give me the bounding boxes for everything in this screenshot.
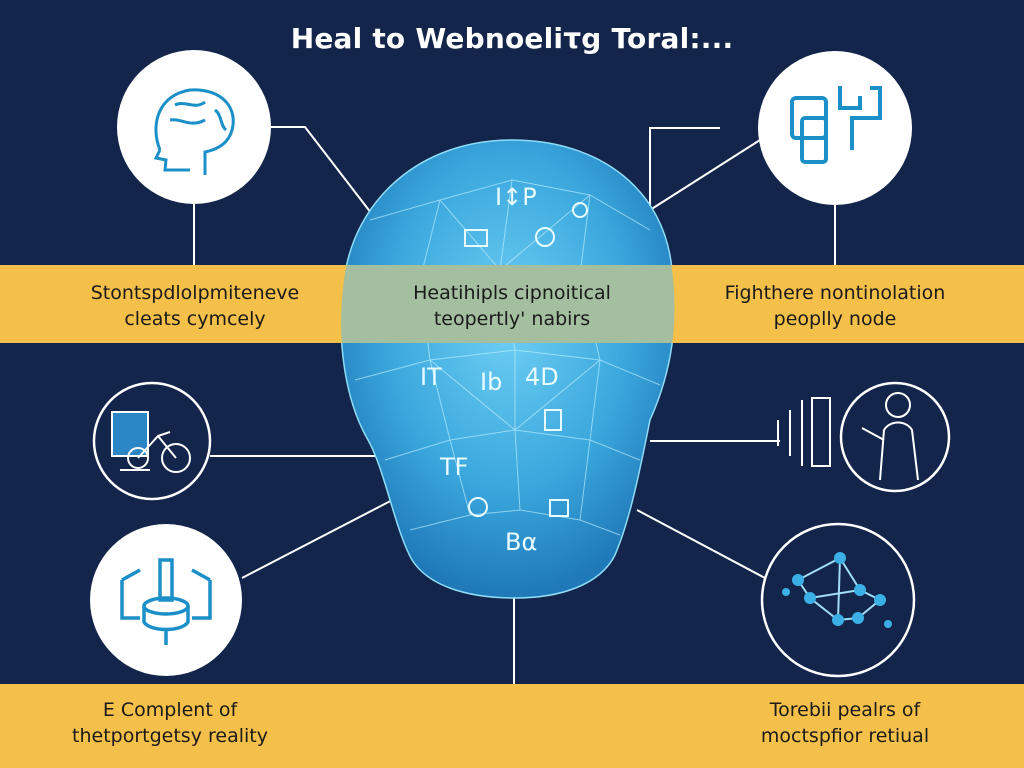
label-line: Torebii pealrs of bbox=[769, 699, 921, 721]
head-band-overlap bbox=[341, 265, 675, 343]
head-glyph: 4D bbox=[525, 363, 559, 391]
connector-top-left bbox=[270, 126, 379, 223]
head-small-icons bbox=[464, 202, 588, 517]
label-top-center: Heatihipls cipnoitical teopertly' nabirs bbox=[352, 280, 672, 332]
page-title: Heal to Webnoeliτg Toral:... bbox=[290, 22, 734, 55]
label-line: thetportgetsy reality bbox=[72, 725, 268, 747]
cylinder-frame-icon bbox=[90, 524, 242, 676]
connector-low-left bbox=[241, 494, 403, 579]
label-line: Fighthere nontinolation bbox=[724, 282, 946, 304]
head-glyph: Ib bbox=[480, 368, 502, 396]
brain-head-icon bbox=[117, 50, 271, 204]
devices-icon bbox=[758, 51, 912, 205]
head-glyphs: I↕P IT Ib 4D TF Bα bbox=[420, 183, 559, 556]
head-glyph: IT bbox=[420, 363, 442, 391]
person-signal-icon bbox=[777, 381, 951, 493]
bicycle-box-icon bbox=[92, 381, 212, 501]
label-bottom-right: Torebii pealrs of moctspfior retiual bbox=[700, 697, 990, 749]
signal-bars-icon bbox=[777, 397, 831, 467]
bottom-label-band bbox=[0, 684, 1024, 768]
label-bottom-left: E Complent of thetportgetsy reality bbox=[20, 697, 320, 749]
label-top-left: Stontspdlolpmiteneve cleats cymcely bbox=[40, 280, 350, 332]
connector-top-right bbox=[649, 127, 761, 212]
polygon-head: I↕P IT Ib 4D TF Bα bbox=[340, 139, 676, 599]
network-nodes-icon bbox=[760, 522, 916, 678]
label-line: moctspfior retiual bbox=[760, 725, 930, 747]
label-line: teopertly' nabirs bbox=[433, 308, 591, 330]
label-line: Heatihipls cipnoitical bbox=[413, 282, 611, 304]
connector-low-right bbox=[636, 509, 766, 579]
label-line: peoplly node bbox=[773, 308, 897, 330]
label-line: cleats cymcely bbox=[124, 308, 266, 330]
connector-lines bbox=[193, 126, 836, 684]
head-glyph: Bα bbox=[505, 528, 537, 556]
label-top-right: Fighthere nontinolation peoplly node bbox=[675, 280, 995, 332]
head-glyph: TF bbox=[439, 453, 468, 481]
head-glyph: I↕P bbox=[495, 183, 537, 211]
label-line: Stontspdlolpmiteneve bbox=[90, 282, 300, 304]
label-line: E Complent of bbox=[102, 699, 238, 721]
